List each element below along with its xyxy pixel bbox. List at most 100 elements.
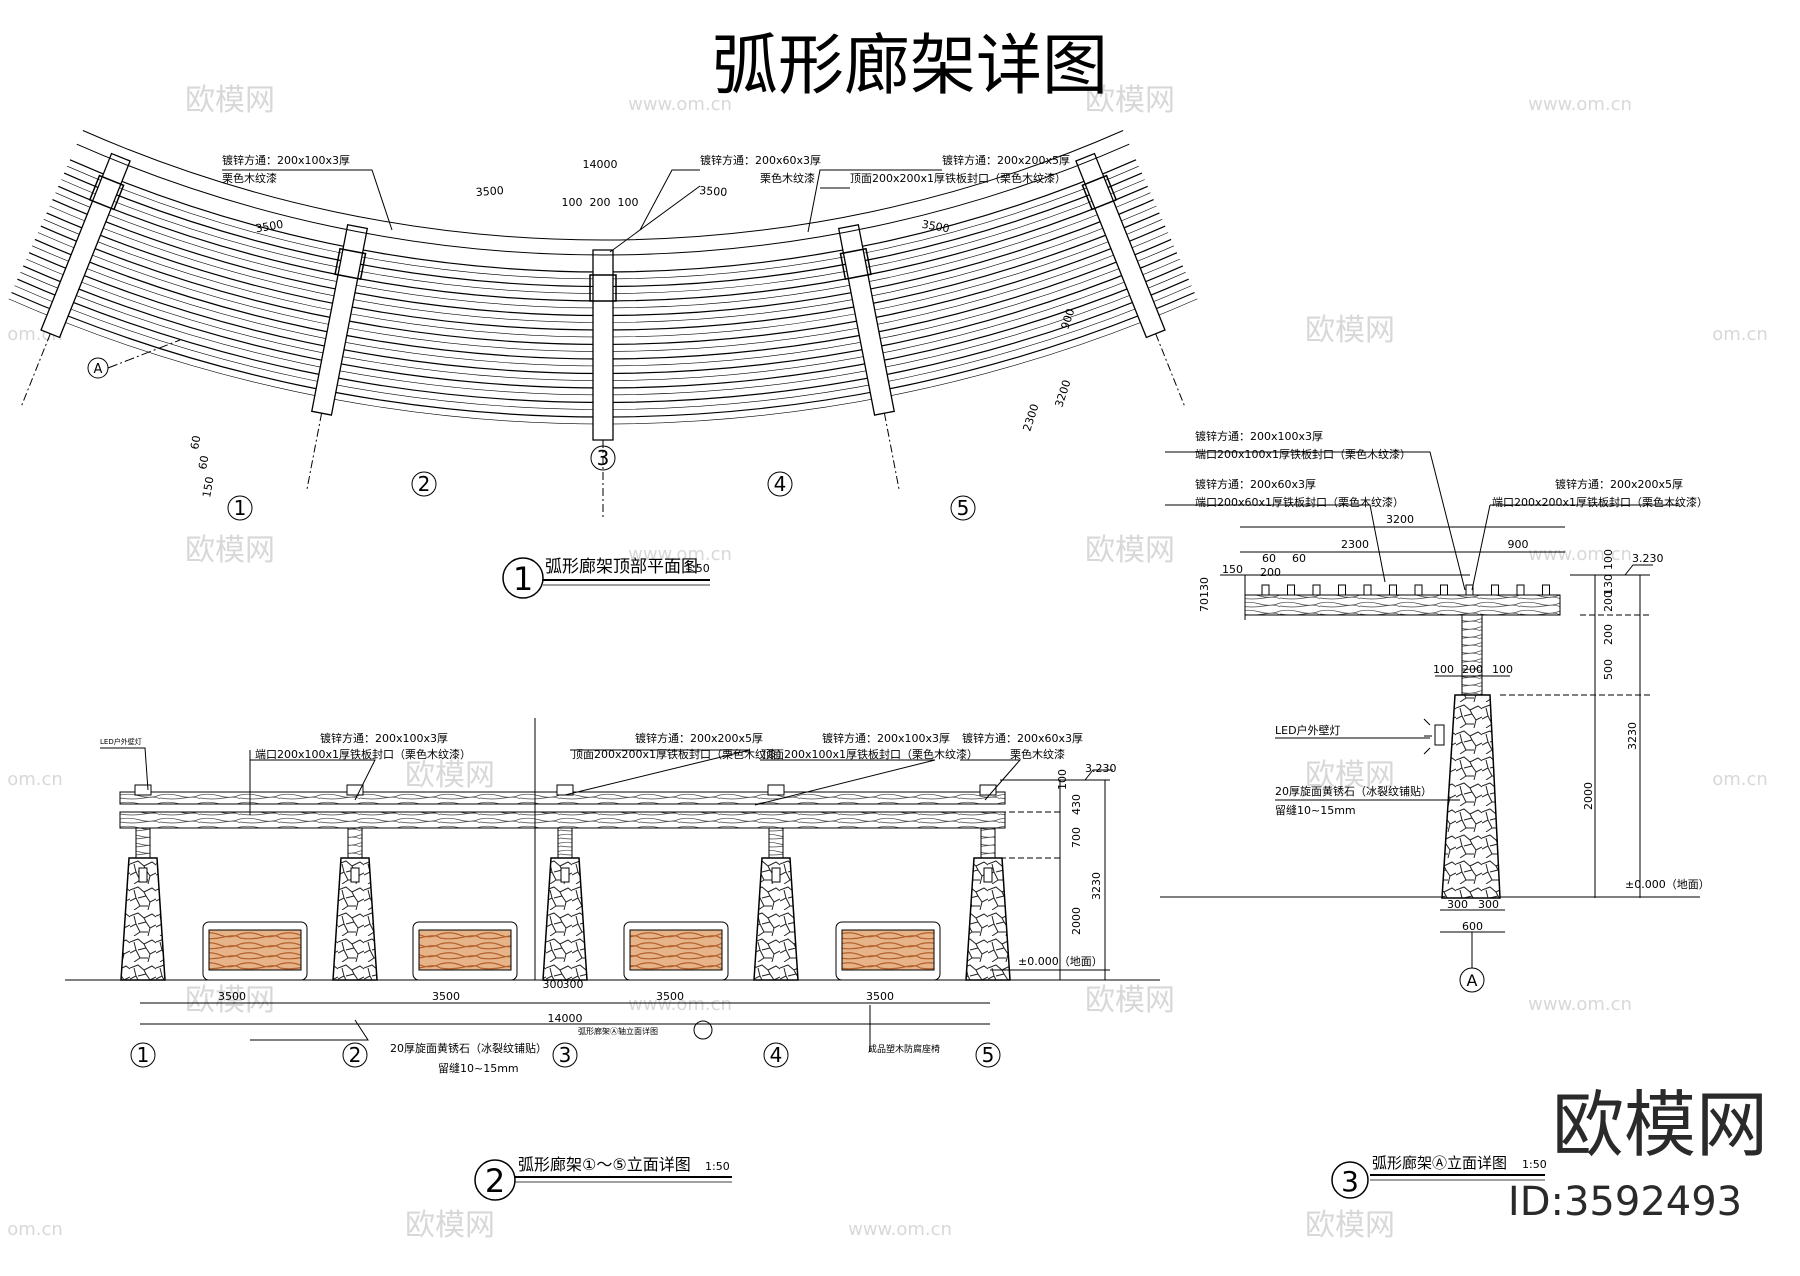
- elev3-dim-b600: 600: [1462, 920, 1483, 933]
- main-beam: [119, 811, 1006, 829]
- elev3-dim-3200: 3200: [1386, 513, 1414, 526]
- plan-beam-3: [837, 223, 895, 416]
- elev2-stone-pier-1: [332, 857, 378, 981]
- elev2-label-text: 弧形廊架①～⑤立面详图: [518, 1155, 691, 1174]
- side-stone-pier: [1441, 694, 1501, 899]
- plan-axes: A 1 2 3 4 5: [87, 339, 976, 521]
- plan-dim-span3: 3500: [699, 184, 728, 199]
- elev3-dim-900: 900: [1508, 538, 1529, 551]
- roof-plan-view: [8, 130, 1198, 520]
- plan-dim-60b: 60: [196, 454, 211, 470]
- plan-post-2: [589, 274, 617, 302]
- plan-dim-total: 14000: [583, 158, 618, 171]
- plan-note-2-line2: 栗色木纹漆: [760, 171, 815, 185]
- side-beam: [1244, 594, 1561, 616]
- watermark-3: www.om.cn: [1528, 94, 1632, 115]
- plan-beam-1: [311, 223, 369, 416]
- plan-post-3: [839, 247, 872, 281]
- elev3-dim-v200: 200: [1602, 591, 1615, 612]
- elev3-dim-b300a: 300: [1447, 898, 1468, 911]
- watermark-7: 欧模网: [185, 533, 275, 568]
- elev2-dim-300a: 300: [543, 978, 564, 991]
- elev3-note-2-line1: 镀锌方通：200x60x3厚: [1195, 477, 1316, 491]
- elev2-post-steel-3: [768, 827, 784, 859]
- elev2-ref-note: 弧形廊架Ⓐ轴立面详图: [578, 1026, 658, 1036]
- plan-axis-2: 2: [418, 472, 431, 496]
- plan-note-3-line2: 顶面200x200x1厚铁板封口（栗色木纹漆）: [850, 171, 1066, 185]
- plan-axis-line-0: [20, 333, 51, 409]
- plan-post-0: [88, 174, 125, 211]
- plan-axis-line-4: [1155, 333, 1186, 409]
- elev2-level-top: 3.230: [1085, 762, 1117, 775]
- watermark-20: 欧模网: [405, 1208, 495, 1243]
- elev2-lamp-icon-3: [771, 867, 781, 883]
- elev3-note-3-line2: 端口200x200x1厚铁板封口（栗色木纹漆）: [1492, 495, 1708, 509]
- elev3-dim-v130b: 130: [1602, 574, 1615, 595]
- watermark-4: 欧模网: [1305, 313, 1395, 348]
- elev2-stone-pier-2: [542, 857, 588, 981]
- side-elevation-view: 镀锌方通：200x100x3厚 端口200x100x1厚铁板封口（栗色木纹漆） …: [1160, 429, 1710, 1199]
- elev3-level-top: 3.230: [1632, 552, 1664, 565]
- elev3-note-1-line2: 端口200x100x1厚铁板封口（栗色木纹漆）: [1195, 447, 1411, 461]
- elev2-post-steel-1: [347, 827, 363, 859]
- plan-dim-span1: 3500: [254, 218, 284, 236]
- elev2-label-scale: 1:50: [705, 1160, 730, 1173]
- elev3-dim-v130: 130: [1198, 577, 1211, 598]
- elev2-axis-4: 4: [770, 1043, 783, 1067]
- elev2-bench-3: [841, 929, 935, 971]
- elev2-dim-total: 14000: [548, 1012, 583, 1025]
- plan-axis-line-3: [883, 413, 900, 492]
- elev3-axis-a: A: [1467, 971, 1478, 990]
- elev3-dim-v500: 500: [1602, 659, 1615, 680]
- elev2-lamp-icon-4: [983, 867, 993, 883]
- front-elevation-view: 3500 3500 300 300 3500 3500 14000 100 43…: [65, 718, 1160, 1201]
- elev2-axis-5: 5: [982, 1043, 995, 1067]
- plan-dimension-texts: 14000 3500 3500 3500 3500 100 200 100 90…: [188, 158, 1077, 499]
- plan-label-text: 弧形廊架顶部平面图: [545, 557, 698, 577]
- plan-axis-1: 1: [234, 496, 247, 520]
- plan-dim-3200: 3200: [1052, 378, 1073, 409]
- watermark-12: 欧模网: [405, 758, 495, 793]
- elev3-note-2-line2: 端口200x60x1厚铁板封口（栗色木纹漆）: [1195, 495, 1404, 509]
- plan-axis-line-1: [306, 413, 323, 492]
- elev2-stone-note: 20厚旋面黄锈石（冰裂纹铺贴）: [390, 1041, 547, 1055]
- elev2-post-cap-0: [134, 784, 152, 796]
- wall-lamp-icon: [1434, 724, 1445, 746]
- brand-logo: 欧模网: [1552, 1083, 1768, 1167]
- elev2-lamp-icon-1: [350, 867, 360, 883]
- elev2-axis-3: 3: [559, 1043, 572, 1067]
- plan-dim-60a: 60: [188, 434, 203, 450]
- elev2-dim-s1: 3500: [218, 990, 246, 1003]
- elev3-dim-v3230: 3230: [1626, 722, 1639, 750]
- plan-label-number: 1: [513, 560, 533, 598]
- watermark-19: om.cn: [7, 1219, 63, 1240]
- plan-label-scale: 1:50: [685, 562, 710, 575]
- elev3-label-scale: 1:50: [1522, 1158, 1547, 1171]
- elev2-dim-s2: 3500: [432, 990, 460, 1003]
- elev3-dim-100a: 100: [1433, 663, 1454, 676]
- elev3-dim-v2000: 2000: [1582, 782, 1595, 810]
- watermark-10: www.om.cn: [1528, 544, 1632, 565]
- plan-dim-150: 150: [200, 476, 216, 499]
- plan-dim-900: 900: [1058, 307, 1077, 331]
- watermark-5: om.cn: [1712, 324, 1768, 345]
- elev2-bench-note: 成品塑木防腐座椅: [868, 1043, 940, 1055]
- plan-beam-0: [40, 152, 131, 339]
- elev2-dim-v2000: 2000: [1070, 907, 1083, 935]
- watermark-2: 欧模网: [1085, 83, 1175, 118]
- elev3-label-number: 3: [1341, 1165, 1359, 1198]
- elev3-dim-200: 200: [1260, 566, 1281, 579]
- elev2-stone-pier-0: [120, 857, 166, 981]
- elev2-lamp-icon-2: [560, 867, 570, 883]
- plan-post-1: [334, 247, 367, 281]
- elev2-joint-note: 留缝10~15mm: [438, 1061, 519, 1075]
- elev2-post-steel-2: [557, 827, 573, 859]
- watermark-18: www.om.cn: [1528, 994, 1632, 1015]
- elev2-label-number: 2: [485, 1162, 505, 1200]
- elev3-dim-b300b: 300: [1478, 898, 1499, 911]
- elev2-post-cap-4: [979, 784, 997, 796]
- plan-dim-200: 200: [590, 196, 611, 209]
- model-id: ID:3592493: [1508, 1179, 1742, 1225]
- watermark-15: 欧模网: [185, 983, 275, 1018]
